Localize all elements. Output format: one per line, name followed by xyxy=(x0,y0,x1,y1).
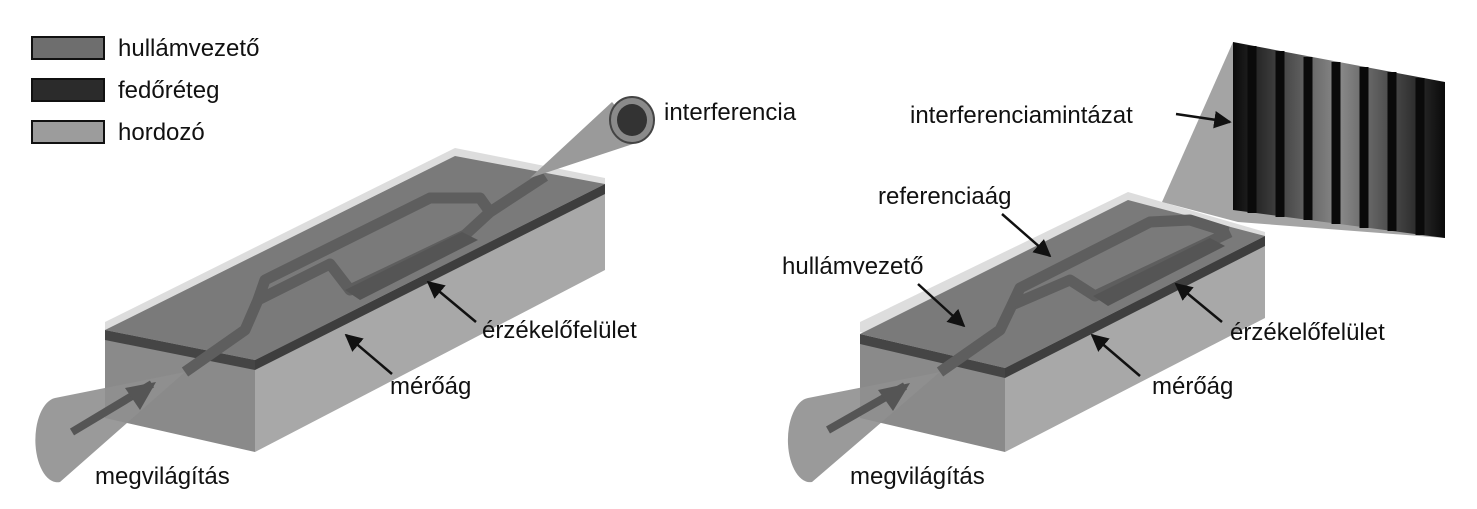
left-sensing-pointer xyxy=(426,280,477,323)
left-substrate-side xyxy=(255,192,605,452)
left-annotations: interferencia érzékelőfelület mérőág meg… xyxy=(95,99,797,490)
legend-swatch-waveguide xyxy=(31,36,105,60)
right-sensing-window xyxy=(1093,238,1225,306)
left-waveguide xyxy=(181,171,549,377)
legend-swatch-substrate xyxy=(31,120,105,144)
left-label-sensing-surface: érzékelőfelület xyxy=(482,317,637,344)
right-label-waveguide: hullámvezető xyxy=(782,253,923,280)
right-illumination-arrowhead xyxy=(878,383,910,411)
left-label-interference: interferencia xyxy=(664,99,797,126)
left-sensing-window xyxy=(345,232,478,300)
right-waveguide-upper-arm xyxy=(1007,214,1230,308)
right-annotations: interferenciamintázat referenciaág hullá… xyxy=(782,102,1385,490)
legend-label-substrate: hordozó xyxy=(118,119,205,146)
left-output-spot-center xyxy=(617,104,647,136)
legend-label-waveguide: hullámvezető xyxy=(118,35,259,62)
right-label-pattern: interferenciamintázat xyxy=(910,102,1133,129)
left-label-measuring-arm: mérőág xyxy=(390,373,471,400)
left-illumination-arrowhead xyxy=(125,382,156,410)
legend-swatch-cover-layer xyxy=(31,78,105,102)
right-substrate-side xyxy=(1005,244,1265,452)
right-cover-edge-side xyxy=(1005,236,1265,378)
left-substrate-front xyxy=(105,338,255,452)
right-label-sensing-surface: érzékelőfelület xyxy=(1230,319,1385,346)
right-cover-edge-front xyxy=(860,334,1005,378)
legend: hullámvezető fedőréteg hordozó xyxy=(31,35,259,146)
right-chip xyxy=(787,42,1445,483)
right-sensing-pointer xyxy=(1174,282,1223,323)
left-label-illumination: megvilágítás xyxy=(95,463,230,490)
left-waveguide-upper-arm xyxy=(252,192,495,302)
right-label-reference-arm: referenciaág xyxy=(878,183,1011,210)
left-illumination-beam xyxy=(35,372,185,483)
left-measuring-pointer xyxy=(344,333,393,375)
right-pattern-pointer xyxy=(1175,111,1232,129)
right-waveguide-pointer xyxy=(917,283,966,328)
right-illumination-beam xyxy=(787,372,940,483)
legend-label-cover-layer: fedőréteg xyxy=(118,77,219,104)
right-reference-pointer xyxy=(1001,213,1052,258)
left-cover-edge-side xyxy=(255,184,605,370)
right-pattern-fringes xyxy=(1247,46,1425,235)
right-label-illumination: megvilágítás xyxy=(850,463,985,490)
left-chip xyxy=(35,96,655,483)
right-label-measuring-arm: mérőág xyxy=(1152,373,1233,400)
right-measuring-pointer xyxy=(1090,333,1141,377)
left-cover-edge-front xyxy=(105,330,255,370)
